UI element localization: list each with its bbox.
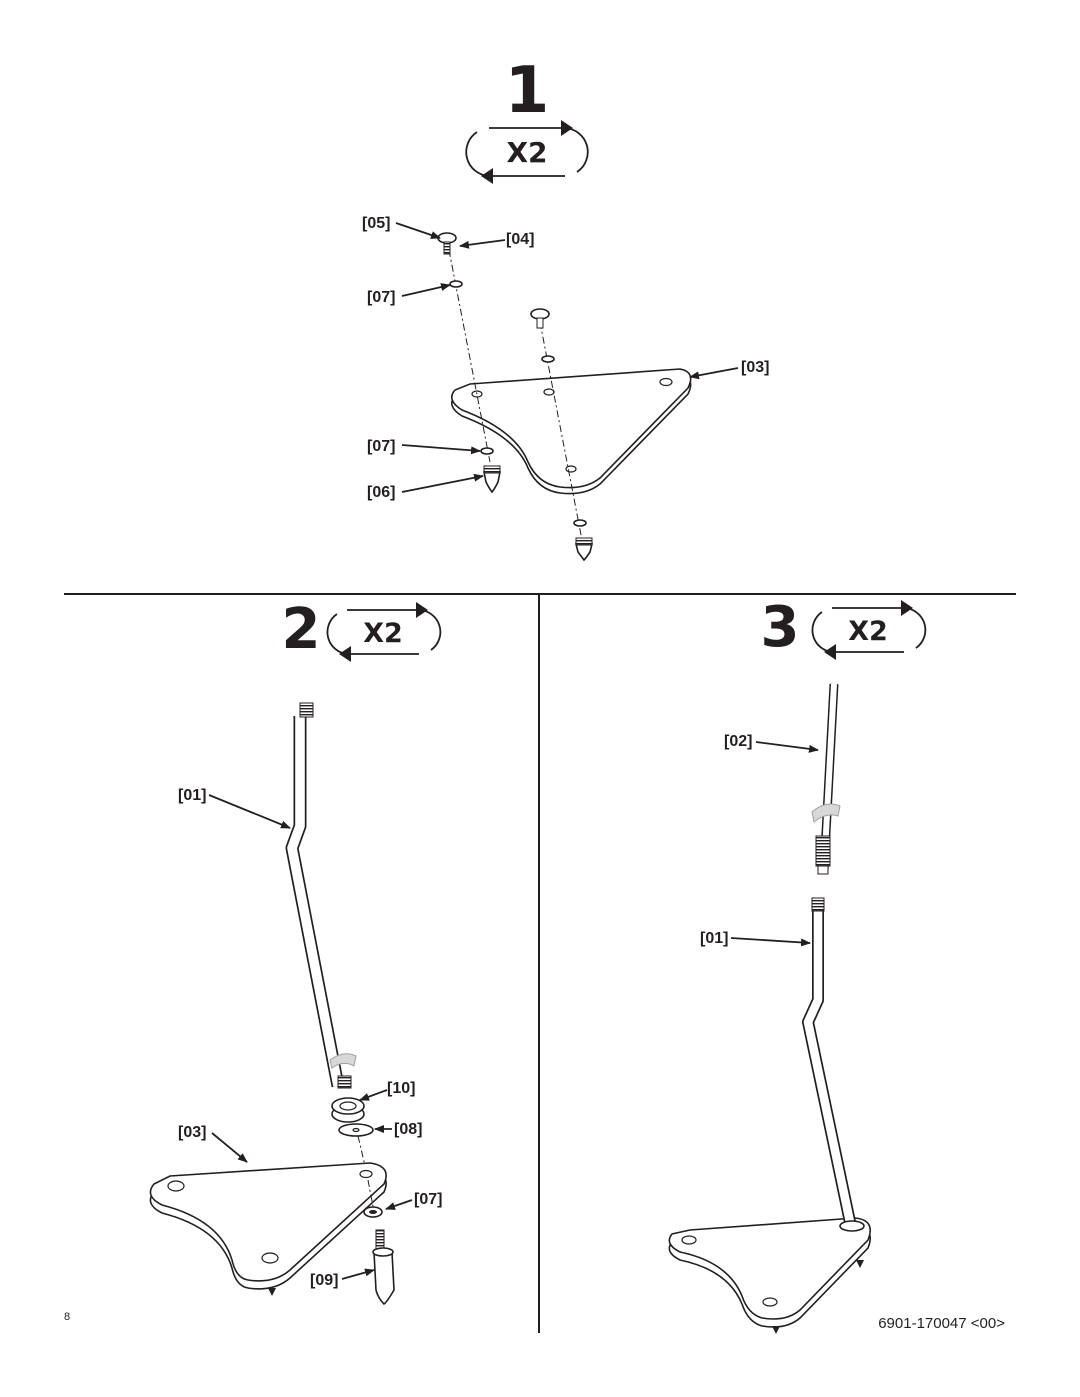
washer-07-bottom-right bbox=[573, 519, 587, 527]
step-1-number: 1 bbox=[505, 54, 550, 128]
callout-03: [03] bbox=[741, 359, 769, 376]
callout-03: [03] bbox=[178, 1124, 206, 1141]
callout-07-top: [07] bbox=[367, 289, 395, 306]
spike-06-second bbox=[574, 537, 594, 562]
callout-04: [04] bbox=[506, 231, 534, 248]
washer-08 bbox=[338, 1123, 374, 1137]
step-1-repeat-badge: X2 bbox=[465, 120, 589, 184]
repeat-arrowhead-bottom bbox=[481, 168, 493, 184]
washer-07-top-left bbox=[449, 280, 463, 288]
page-number: 8 bbox=[64, 1311, 70, 1323]
tube-01 bbox=[285, 702, 357, 1089]
callout-07: [07] bbox=[414, 1191, 442, 1208]
assembled-stand bbox=[668, 897, 871, 1334]
document-code: 6901-170047 <00> bbox=[878, 1315, 1005, 1332]
step-3-repeat-badge: X2 bbox=[811, 600, 927, 660]
assembly-axis-right bbox=[539, 321, 583, 541]
rotate-arrow-icon bbox=[811, 803, 841, 823]
callout-06: [06] bbox=[367, 484, 395, 501]
step-2-number: 2 bbox=[282, 597, 321, 662]
washer-07-top-right bbox=[541, 355, 555, 363]
callout-10: [10] bbox=[387, 1080, 415, 1097]
bolt-05-second bbox=[530, 308, 550, 329]
washer-07 bbox=[363, 1206, 383, 1218]
callout-09: [09] bbox=[310, 1272, 338, 1289]
callout-02: [02] bbox=[724, 733, 752, 750]
step-1-repeat-label: X2 bbox=[506, 136, 547, 169]
bolt-05 bbox=[437, 232, 457, 255]
step-1: 1 X2 bbox=[362, 54, 769, 562]
base-plate-03 bbox=[450, 368, 692, 495]
spacer-10 bbox=[331, 1097, 365, 1123]
step-2-repeat-label: X2 bbox=[363, 618, 403, 649]
spike-06 bbox=[483, 465, 501, 494]
rotate-arrow-icon bbox=[329, 1053, 357, 1069]
callout-01: [01] bbox=[700, 930, 728, 947]
callout-08: [08] bbox=[394, 1121, 422, 1138]
rod-02 bbox=[811, 683, 841, 875]
repeat-arrowhead-top bbox=[561, 120, 573, 136]
step-3: 3 X2 [02 bbox=[668, 595, 927, 1334]
foot-09 bbox=[372, 1229, 395, 1306]
step-3-repeat-label: X2 bbox=[848, 616, 888, 647]
step-3-number: 3 bbox=[761, 595, 800, 660]
base-plate-03 bbox=[149, 1162, 387, 1296]
callout-01: [01] bbox=[178, 787, 206, 804]
step-2: 2 X2 bbox=[149, 597, 442, 1306]
callout-07-bottom: [07] bbox=[367, 438, 395, 455]
callout-05: [05] bbox=[362, 215, 390, 232]
washer-07-bottom-left bbox=[480, 447, 494, 455]
step-2-repeat-badge: X2 bbox=[326, 602, 442, 662]
